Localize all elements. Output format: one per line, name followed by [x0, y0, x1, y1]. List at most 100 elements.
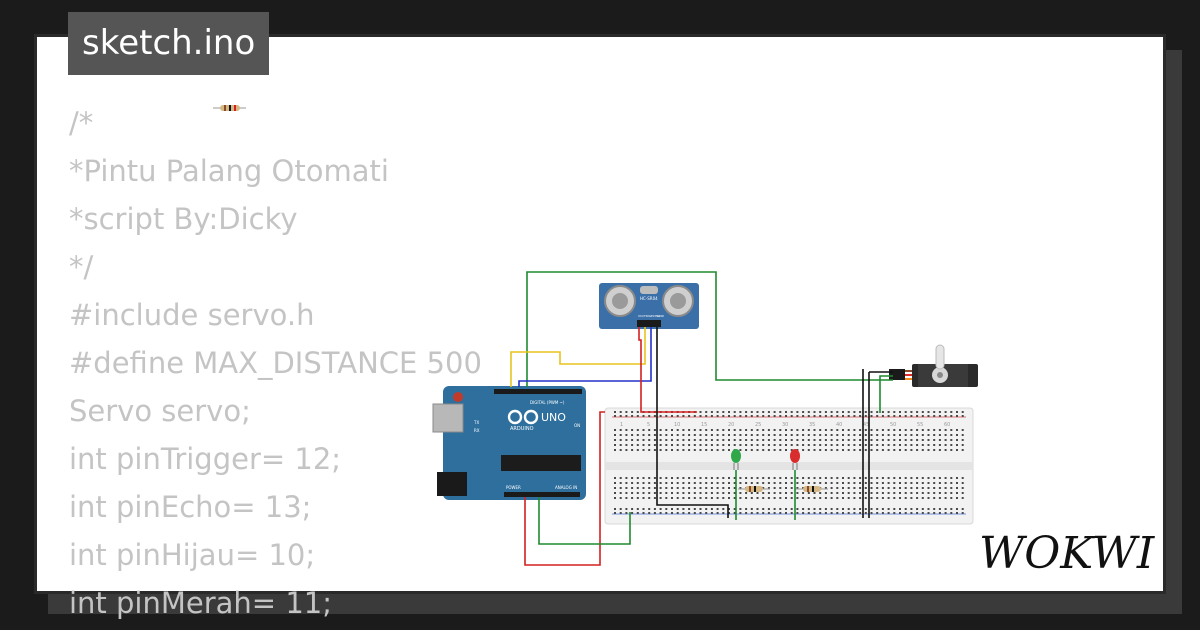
breadboard-hole — [688, 434, 691, 436]
breadboard-hole — [790, 492, 793, 494]
breadboard-hole — [938, 477, 941, 479]
breadboard-hole — [921, 492, 924, 494]
breadboard-hole — [773, 434, 776, 436]
breadboard-hole — [653, 434, 656, 436]
breadboard-hole — [864, 449, 867, 451]
breadboard-hole — [950, 429, 953, 431]
breadboard-hole — [790, 449, 793, 451]
breadboard-hole — [842, 477, 844, 479]
breadboard-hole — [614, 411, 616, 413]
breadboard-hole — [881, 492, 884, 494]
breadboard-hole — [699, 508, 702, 510]
breadboard-hole — [807, 439, 810, 441]
breadboard-hole — [842, 512, 844, 514]
breadboard-hole — [910, 444, 913, 446]
svg-text:VCC: VCC — [638, 314, 644, 318]
breadboard-hole — [716, 429, 719, 431]
breadboard-hole — [921, 439, 924, 441]
breadboard-hole — [887, 482, 890, 484]
breadboard-hole — [756, 508, 759, 510]
breadboard-hole — [785, 449, 787, 451]
breadboard-hole — [899, 411, 901, 413]
breadboard-hole — [899, 487, 901, 489]
breadboard-hole — [773, 497, 776, 499]
svg-text:WOKWI: WOKWI — [979, 528, 1156, 579]
breadboard-hole — [705, 492, 708, 494]
breadboard-hole — [779, 415, 782, 417]
breadboard-hole — [642, 444, 645, 446]
breadboard-hole — [802, 415, 805, 417]
breadboard-hole — [785, 508, 787, 510]
breadboard-hole — [916, 415, 919, 417]
breadboard-hole — [722, 439, 725, 441]
breadboard-column-number: 10 — [674, 422, 680, 428]
breadboard-hole — [710, 415, 713, 417]
analog-header — [504, 492, 580, 497]
breadboard-hole — [773, 477, 776, 479]
breadboard-hole — [870, 477, 873, 479]
breadboard-hole — [836, 444, 839, 446]
breadboard-hole — [785, 487, 787, 489]
breadboard-hole — [864, 487, 867, 489]
code-line: #define MAX_DISTANCE 500 — [69, 346, 482, 380]
breadboard-hole — [904, 434, 907, 436]
breadboard-hole — [762, 411, 765, 413]
breadboard-hole — [876, 434, 879, 436]
breadboard-hole — [859, 497, 862, 499]
breadboard-hole — [887, 449, 890, 451]
breadboard-hole — [876, 411, 879, 413]
breadboard-hole — [819, 492, 822, 494]
breadboard-hole — [722, 487, 725, 489]
breadboard-hole — [636, 449, 639, 451]
breadboard-hole — [636, 444, 639, 446]
breadboard-hole — [762, 415, 765, 417]
breadboard-hole — [830, 492, 833, 494]
breadboard-hole — [819, 439, 822, 441]
breadboard-hole — [847, 482, 850, 484]
breadboard-hole — [944, 449, 947, 451]
breadboard-hole — [779, 482, 782, 484]
breadboard-hole — [671, 482, 673, 484]
breadboard-hole — [739, 411, 742, 413]
breadboard-hole — [785, 512, 787, 514]
breadboard-hole — [739, 492, 742, 494]
breadboard-hole — [938, 434, 941, 436]
breadboard-hole — [693, 492, 696, 494]
breadboard-hole — [813, 492, 816, 494]
breadboard-hole — [796, 492, 799, 494]
breadboard-hole — [927, 449, 930, 451]
svg-text:POWER: POWER — [506, 485, 521, 490]
breadboard-hole — [802, 449, 805, 451]
breadboard-hole — [842, 497, 844, 499]
breadboard-hole — [916, 482, 919, 484]
breadboard-hole — [619, 439, 622, 441]
breadboard-hole — [716, 482, 719, 484]
breadboard-hole — [710, 487, 713, 489]
breadboard-hole — [802, 487, 805, 489]
breadboard-hole — [767, 449, 770, 451]
breadboard-hole — [642, 477, 645, 479]
breadboard-hole — [842, 508, 844, 510]
breadboard-hole — [853, 477, 856, 479]
breadboard-hole — [802, 512, 805, 514]
atmega-chip — [501, 455, 581, 471]
breadboard-hole — [796, 508, 799, 510]
breadboard-hole — [762, 434, 765, 436]
breadboard-hole — [802, 497, 805, 499]
breadboard-column-number: 50 — [890, 422, 896, 428]
breadboard-hole — [762, 512, 765, 514]
breadboard-hole — [750, 429, 753, 431]
breadboard-hole — [904, 411, 907, 413]
breadboard-hole — [773, 415, 776, 417]
breadboard-hole — [819, 444, 822, 446]
svg-text:ARDUINO: ARDUINO — [510, 426, 534, 432]
breadboard-hole — [802, 439, 805, 441]
breadboard-hole — [631, 487, 634, 489]
breadboard-hole — [956, 477, 958, 479]
file-tab[interactable]: sketch.ino — [68, 12, 270, 75]
breadboard-hole — [773, 487, 776, 489]
breadboard-hole — [619, 434, 622, 436]
breadboard-hole — [876, 497, 879, 499]
breadboard-hole — [859, 449, 862, 451]
